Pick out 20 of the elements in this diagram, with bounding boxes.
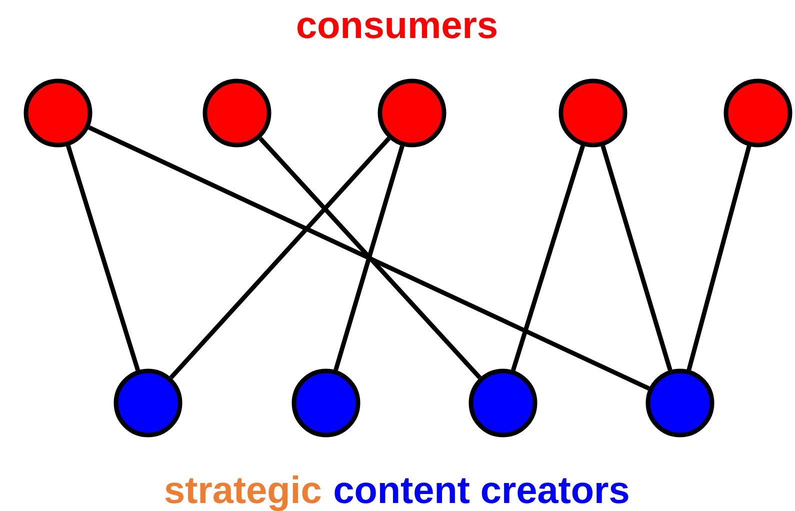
caption-word: strategic bbox=[165, 476, 321, 511]
connector-line bbox=[258, 136, 482, 380]
title: consumers bbox=[298, 18, 496, 38]
connector-line bbox=[600, 145, 672, 371]
circle-node bbox=[114, 368, 182, 438]
circle-node bbox=[202, 78, 272, 148]
circle-node bbox=[292, 368, 360, 438]
caption: content creators bbox=[334, 478, 628, 504]
connector-line bbox=[169, 136, 391, 380]
connector-line bbox=[66, 145, 140, 371]
connector-line bbox=[686, 145, 752, 370]
connector-line bbox=[511, 145, 585, 371]
circle-node bbox=[24, 78, 92, 148]
circle-node bbox=[468, 368, 538, 438]
connector-line bbox=[88, 125, 650, 391]
circle-node bbox=[558, 78, 628, 148]
connector-line bbox=[334, 145, 404, 371]
circle-node bbox=[646, 368, 714, 438]
circle-node bbox=[378, 78, 446, 148]
circle-node bbox=[724, 78, 792, 148]
